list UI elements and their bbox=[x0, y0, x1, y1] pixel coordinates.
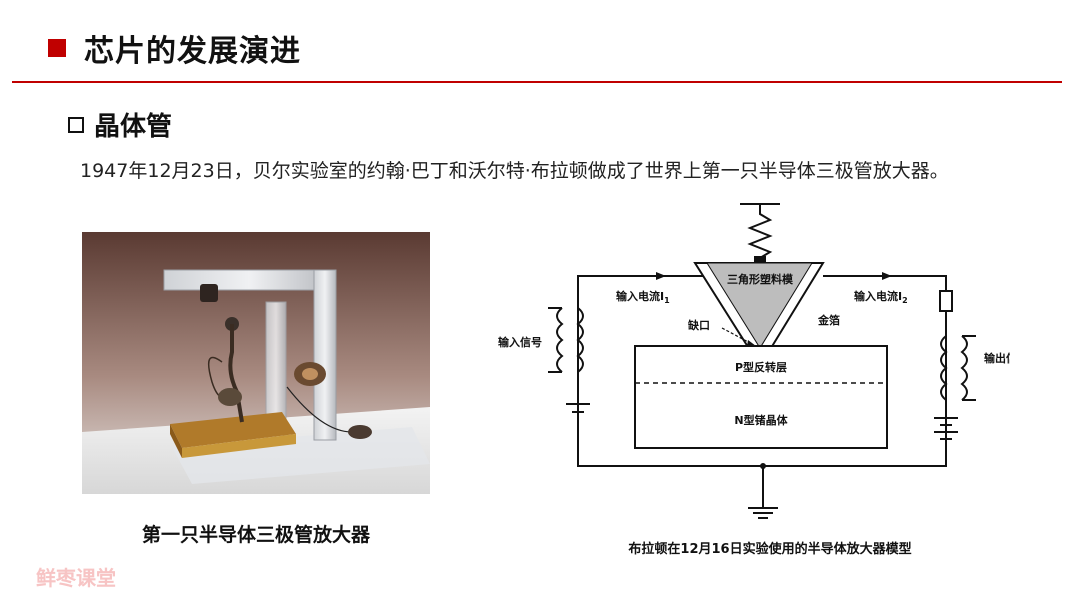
watermark-text: 鲜枣课堂 bbox=[36, 566, 116, 590]
gold-foil-label: 金箔 bbox=[817, 313, 840, 327]
section-bullet-box bbox=[68, 117, 84, 133]
amplifier-diagram: 三角形塑料模 输入电流I1 输入电流I2 缺口 金箔 输入信号 输出信号 P型反… bbox=[490, 196, 1028, 526]
prism-label: 三角形塑料模 bbox=[727, 272, 794, 286]
section-title: 晶体管 bbox=[94, 112, 173, 142]
title-divider bbox=[12, 81, 1062, 83]
notch-label: 缺口 bbox=[687, 318, 710, 332]
photo-caption: 第一只半导体三极管放大器 bbox=[141, 524, 370, 546]
page-title: 芯片的发展演进 bbox=[84, 34, 301, 69]
p-layer-label: P型反转层 bbox=[735, 360, 787, 374]
input-signal-label: 输入信号 bbox=[498, 335, 542, 349]
transistor-photo bbox=[82, 232, 430, 494]
output-signal-label: 输出信号 bbox=[984, 351, 1010, 365]
intro-text: 1947年12月23日，贝尔实验室的约翰·巴丁和沃尔特·布拉顿做成了世界上第一只… bbox=[80, 160, 949, 182]
input-current-1-label: 输入电流I1 bbox=[616, 289, 670, 305]
diagram-caption: 布拉顿在12月16日实验使用的半导体放大器模型 bbox=[628, 542, 912, 557]
n-layer-label: N型锗晶体 bbox=[734, 413, 788, 427]
input-current-2-label: 输入电流I2 bbox=[854, 289, 908, 305]
title-bar: 芯片的发展演进 bbox=[0, 0, 1080, 84]
title-bullet-square bbox=[48, 39, 66, 57]
